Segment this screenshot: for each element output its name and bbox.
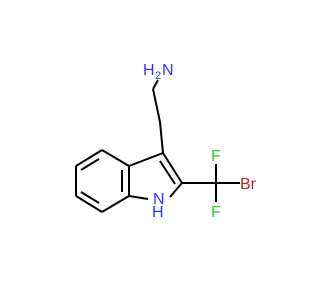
- bond-c7-c6: [75, 195, 103, 213]
- bond-c3-c2: [162, 152, 183, 184]
- fluorine-bottom-label: F: [211, 204, 221, 221]
- bond-cb-n: [152, 79, 159, 90]
- bond-c5-c4-inner: [80, 158, 100, 171]
- indole-h-label: H: [152, 204, 164, 221]
- indole-n-label: N: [153, 191, 165, 208]
- bond-c3-c2-inner: [159, 160, 176, 185]
- structure-canvas: H N 2 N H Br F F: [75, 62, 257, 221]
- bond-c7a-c7: [101, 195, 130, 213]
- bond-c4-c3a: [101, 149, 130, 167]
- bond-n1-c7a: [128, 195, 149, 200]
- bromine-label: Br: [240, 176, 257, 193]
- amine-n-label: N: [162, 62, 174, 79]
- molecule-diagram: H N 2 N H Br F F: [75, 62, 257, 221]
- amine-subscript-label: 2: [155, 70, 161, 82]
- bond-c5-c4: [75, 149, 103, 167]
- bond-c3-ca: [159, 121, 164, 154]
- bond-c7-c6-inner: [80, 191, 100, 204]
- bond-c2-n1: [169, 182, 183, 198]
- bond-c3a-c3: [128, 152, 164, 167]
- fluorine-top-label: F: [211, 148, 221, 165]
- bonds: [75, 79, 240, 213]
- amine-h-label: H: [143, 62, 155, 79]
- bond-ca-cb: [152, 88, 161, 123]
- atom-labels: H N 2 N H Br F F: [143, 62, 257, 221]
